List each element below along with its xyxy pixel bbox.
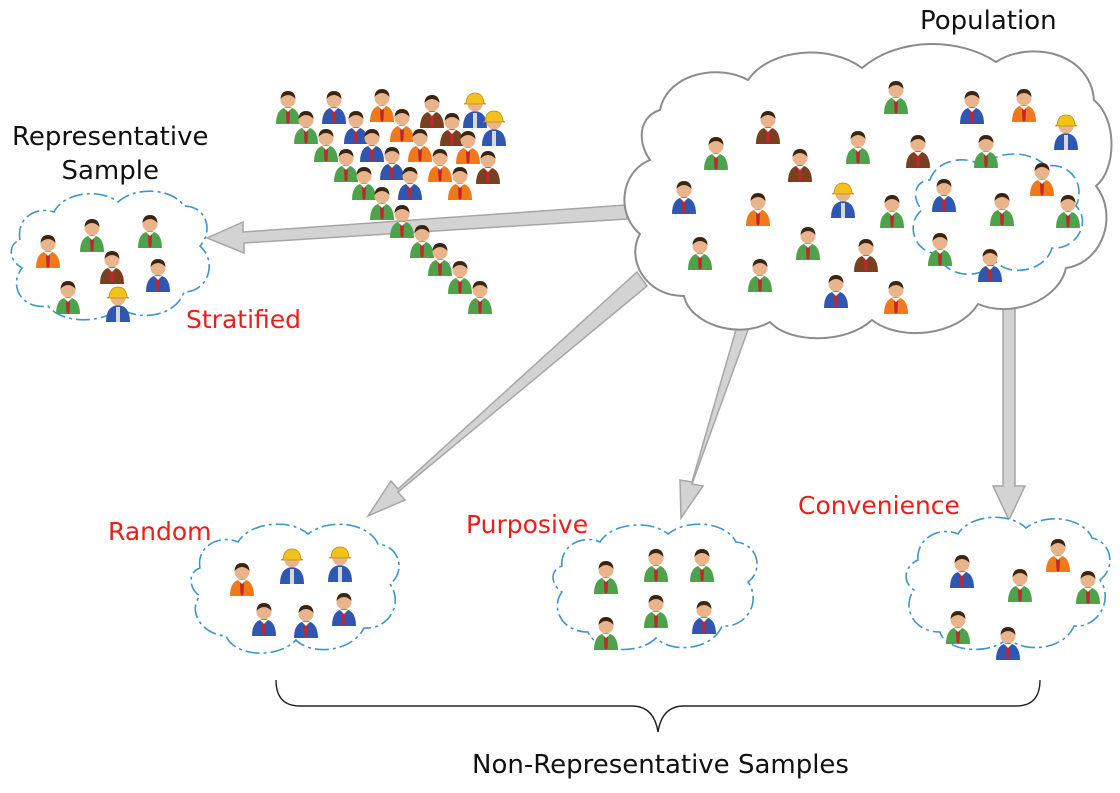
stratified-crowd xyxy=(276,89,507,314)
representative-label-line2: Sample xyxy=(61,156,159,186)
person-icon xyxy=(276,91,300,124)
person-icon xyxy=(428,149,452,182)
person-icon xyxy=(322,91,346,124)
person-icon xyxy=(420,95,444,128)
random-label: Random xyxy=(108,517,212,546)
arrow-to-convenience xyxy=(991,284,1027,522)
person-icon xyxy=(390,109,414,142)
representative-sample-label: Representative Sample xyxy=(12,120,208,188)
arrow-to-purposive xyxy=(679,325,749,521)
non-representative-brace xyxy=(275,679,1041,733)
person-icon xyxy=(380,147,404,180)
convenience-label: Convenience xyxy=(798,491,960,520)
person-icon xyxy=(334,149,358,182)
person-icon xyxy=(314,129,338,162)
hard-hat-person-icon xyxy=(481,110,507,147)
person-icon xyxy=(344,111,368,144)
person-icon xyxy=(448,167,472,200)
representative-label-line1: Representative xyxy=(12,122,209,152)
arrow-to-random xyxy=(365,270,649,518)
person-icon xyxy=(448,261,472,294)
person-icon xyxy=(476,151,500,184)
purposive-sample-cloud xyxy=(552,523,758,651)
population-label: Population xyxy=(920,6,1057,36)
person-icon xyxy=(468,281,492,314)
non-representative-samples-label: Non-Representative Samples xyxy=(472,750,849,780)
purposive-label: Purposive xyxy=(466,510,589,539)
person-icon xyxy=(370,89,394,122)
hard-hat-person-icon xyxy=(462,92,488,129)
stratified-label: Stratified xyxy=(186,305,302,334)
person-icon xyxy=(440,113,464,146)
